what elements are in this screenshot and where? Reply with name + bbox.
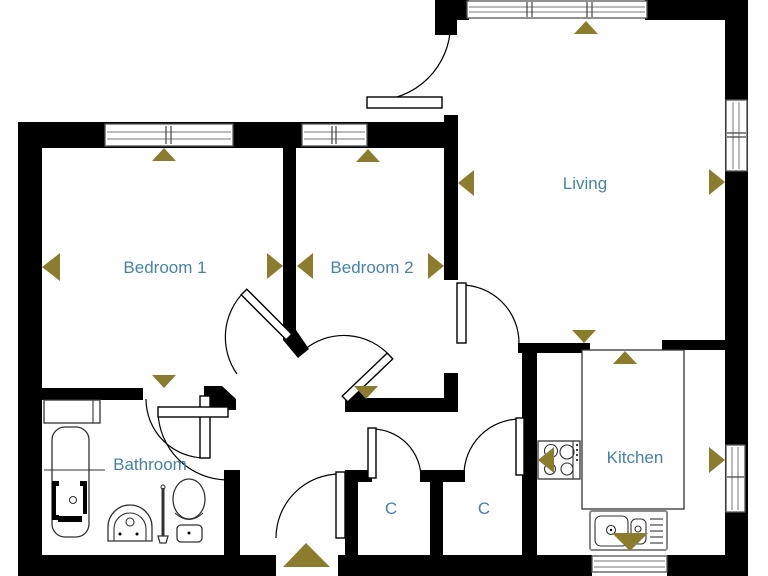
entrance-door [275, 471, 346, 539]
wall-bedroom2-right-upper [444, 115, 458, 280]
bedroom2-right-arrow-icon [428, 253, 444, 279]
wall-kitchen-top-left [518, 343, 590, 353]
wall-living-top-right [645, 0, 748, 20]
room-label-bedroom2: Bedroom 2 [330, 258, 413, 277]
living-left-arrow-icon [458, 170, 474, 196]
wall-bathroom-corner [204, 386, 236, 410]
kitchen-right-arrow-icon [709, 447, 725, 473]
door-swing-arc [145, 398, 206, 459]
bathtub [44, 426, 105, 538]
door-swing-arc [366, 32, 451, 101]
room-label-living: Living [563, 174, 607, 193]
bedroom1-bottom-arrow-icon [152, 375, 176, 388]
kitchen-right-window [725, 444, 746, 513]
bathroom-door [145, 395, 211, 459]
bedroom2-window-arrow-icon [356, 149, 380, 162]
wall-bedroom-divider [283, 148, 296, 333]
room-label-kitchen: Kitchen [607, 448, 664, 467]
door-swing-arc [157, 411, 228, 481]
bedroom1-window [104, 123, 234, 147]
door-leaf [366, 96, 443, 109]
wall-kitchen-left [522, 343, 537, 557]
bathroom-second-door [157, 406, 229, 481]
bedroom2-door [303, 334, 394, 403]
bathroom-shelf [43, 399, 101, 424]
wall-living-entry-stub [435, 0, 457, 35]
door-leaf [199, 395, 211, 459]
wall-kitchen-top-right [662, 340, 727, 350]
door-leaf [157, 406, 229, 418]
wall-bottom-middle [338, 555, 592, 576]
door-swing-arc [275, 473, 341, 539]
wall-bottom-left [18, 555, 276, 576]
wall-bathroom-top [42, 388, 143, 400]
wall-bedroom2-bottom [345, 398, 458, 412]
room-label-closet1: C [385, 499, 397, 518]
kitchen-bottom-arrow-icon [612, 533, 648, 551]
closet1-door [367, 427, 422, 479]
wall-bathroom-right [224, 470, 240, 576]
living-top-window [466, 0, 648, 19]
kitchen-sink [589, 510, 668, 551]
living-right-arrow-icon [709, 169, 725, 195]
toilet-brush [157, 484, 169, 544]
door-leaf [515, 417, 525, 476]
door-leaf [341, 352, 394, 403]
living-right-window [725, 99, 748, 172]
living-entry-door [366, 32, 451, 109]
dimension-arrows [42, 21, 725, 567]
entrance-arrow-icon [283, 543, 330, 567]
wall-bedrooms-top [18, 122, 457, 148]
wall-left [18, 122, 42, 576]
room-label-closet2: C [478, 499, 490, 518]
hall-to-living-door [456, 282, 520, 344]
bedroom1-window-arrow-icon [152, 148, 176, 161]
wash-basin [107, 504, 153, 542]
bedroom2-window [301, 123, 368, 147]
kitchen-left-arrow-icon [538, 447, 554, 473]
door-leaf [367, 427, 377, 479]
toilet [172, 478, 206, 543]
wall-closet-divider [430, 470, 443, 557]
living-bottom-arrow-icon [572, 330, 596, 343]
door-leaf [456, 282, 467, 344]
living-window-arrow-icon [574, 21, 598, 34]
door-swing-arc [371, 428, 422, 479]
bedroom2-left-arrow-icon [297, 253, 313, 279]
room-label-bathroom: Bathroom [113, 455, 187, 474]
closet2-door [463, 417, 525, 476]
hob [537, 440, 581, 480]
bedroom1-right-arrow-icon [267, 253, 283, 279]
wall-closet1-top [345, 470, 372, 482]
door-swing-arc [303, 334, 391, 357]
bedroom1-left-arrow-icon [42, 253, 60, 281]
wall-closet1-left [345, 470, 358, 557]
room-label-bedroom1: Bedroom 1 [123, 258, 206, 277]
kitchen-top-arrow-icon [613, 351, 637, 364]
kitchen-bottom-window [591, 555, 668, 573]
door-swing-arc [460, 284, 520, 344]
door-swing-arc [463, 418, 521, 476]
door-swing-arc [224, 291, 245, 375]
wall-closet2-top [420, 470, 465, 482]
door-leaf [240, 288, 293, 341]
bedroom2-bottom-arrow-icon [354, 386, 378, 399]
kitchen-counter [581, 349, 685, 510]
bedroom1-door [224, 288, 293, 375]
door-leaf [335, 471, 346, 539]
